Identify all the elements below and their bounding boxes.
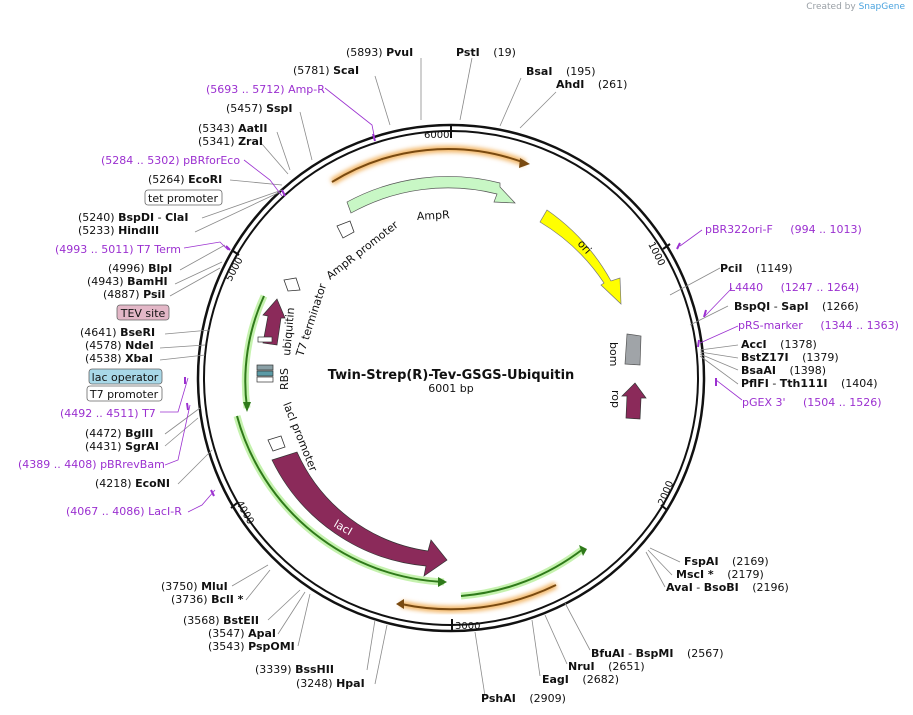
primer-prs-marker: pRS-marker (1344 .. 1363) (738, 319, 899, 332)
boxed-features: tet promoter TEV site lac operator T7 pr… (86, 189, 223, 402)
site-hpai: (3248) HpaI (296, 677, 365, 690)
rop-label: rop (609, 390, 622, 408)
ampr-promoter-arrow (336, 220, 355, 239)
restriction-sites: (5893) PvuI PstI (19) BsaI (195) AhdI (2… (78, 46, 878, 705)
site-econi: (4218) EcoNI (95, 477, 170, 490)
site-msci: MscI * (2179) (676, 568, 764, 581)
bom-label: bom (607, 342, 620, 366)
primer-laci-r: (4067 .. 4086) LacI-R (66, 505, 182, 518)
t7-promoter-label: T7 promoter (89, 388, 159, 401)
plasmid-name: Twin-Strep(R)-Tev-GSGS-Ubiquitin (328, 368, 575, 383)
rbs-mark (256, 336, 274, 383)
site-blpi: (4996) BlpI (108, 262, 172, 275)
site-pcii: PciI (1149) (720, 262, 793, 275)
leader-lines (159, 57, 739, 697)
rbs-label: RBS (278, 368, 291, 390)
primer-l4440: L4440 (1247 .. 1264) (729, 281, 859, 294)
site-hindiii: (5233) HindIII (78, 224, 159, 237)
tet-promoter-label: tet promoter (148, 192, 218, 205)
site-aatii: (5343) AatII (198, 122, 267, 135)
site-ahdi: AhdI (261) (556, 78, 627, 91)
ampr-label: AmpR (416, 208, 450, 223)
site-bsshii: (3339) BssHII (255, 663, 334, 676)
site-sspi: (5457) SspI (226, 102, 293, 115)
site-avai-bsobi: AvaI - BsoBI (2196) (666, 581, 789, 594)
ampr-promoter-label: AmpR promoter (324, 218, 401, 282)
primer-pbrrevbam: (4389 .. 4408) pBRrevBam (18, 458, 165, 471)
lac-operator-label: lac operator (92, 371, 159, 384)
site-bsteii: (3568) BstEII (183, 614, 259, 627)
primer-lines (160, 87, 743, 513)
laci-feature (271, 451, 448, 577)
site-bsaai: BsaAI (1398) (741, 364, 826, 377)
tick-1000: 1000 (645, 240, 666, 268)
tick-3000: 3000 (455, 621, 480, 632)
primer-pgex-3: pGEX 3' (1504 .. 1526) (742, 396, 882, 409)
branding-name: SnapGene (858, 2, 905, 12)
tick-2000: 2000 (657, 479, 677, 507)
primer-t7: (4492 .. 4511) T7 (60, 407, 156, 420)
tick-marks (230, 124, 671, 632)
rop-feature (621, 382, 647, 420)
site-ndei: (4578) NdeI (85, 339, 154, 352)
site-xbai: (4538) XbaI (85, 352, 153, 365)
site-zrai: (5341) ZraI (198, 135, 263, 148)
primer-ticks (184, 133, 717, 497)
primer-t7-term: (4993 .. 5011) T7 Term (55, 243, 181, 256)
primer-amp-r: (5693 .. 5712) Amp-R (206, 83, 325, 96)
site-bfuai-bspmi: BfuAI - BspMI (2567) (591, 647, 724, 660)
site-mlui: (3750) MluI (161, 580, 228, 593)
ubiquitin-label: ubiquitin (280, 307, 297, 356)
site-eagi: EagI (2682) (542, 673, 619, 686)
tick-6000: 6000 (424, 130, 449, 141)
primer-pbr322ori-f: pBR322ori-F (994 .. 1013) (705, 223, 862, 236)
bom-feature (624, 333, 642, 366)
site-pflfi-tth111i: PflFI - Tth111I (1404) (741, 377, 878, 390)
site-bamhi: (4943) BamHI (87, 275, 168, 288)
ampr-feature (346, 176, 516, 214)
site-bglii: (4472) BglII (85, 427, 153, 440)
site-psii: (4887) PsiI (103, 288, 165, 301)
site-bcli: (3736) BclI * (171, 593, 244, 606)
site-pshai: PshAI (2909) (481, 692, 566, 705)
site-psti: PstI (19) (456, 46, 516, 59)
site-fspai: FspAI (2169) (684, 555, 769, 568)
site-nrui: NruI (2651) (568, 660, 645, 673)
t7-terminator-label: T7 terminator (293, 281, 329, 358)
site-pspomi: (3543) PspOMI (208, 640, 295, 653)
site-bspqi-sapi: BspQI - SapI (1266) (734, 300, 859, 313)
site-bsai: BsaI (195) (526, 65, 596, 78)
site-pvui: (5893) PvuI (346, 46, 413, 59)
site-bseri: (4641) BseRI (80, 326, 155, 339)
site-scai: (5781) ScaI (293, 64, 359, 77)
ubiquitin-feature (262, 298, 286, 346)
laci-promoter-arrow (267, 435, 286, 452)
site-sgrai: (4431) SgrAI (85, 440, 159, 453)
site-bstz17i: BstZ17I (1379) (741, 351, 839, 364)
t7-terminator-mark (283, 277, 301, 292)
branding-prefix: Created by (806, 2, 856, 12)
orf-arcs (233, 145, 587, 613)
snapgene-branding: Created by SnapGene (806, 2, 905, 12)
ori-feature (539, 209, 622, 305)
site-bspdi-clai: (5240) BspDI - ClaI (78, 211, 188, 224)
site-acci: AccI (1378) (741, 338, 817, 351)
tev-site-label: TEV site (120, 307, 166, 320)
primer-pbrforeco: (5284 .. 5302) pBRforEco (101, 154, 240, 167)
site-ecori: (5264) EcoRI (148, 173, 222, 186)
primers: (5693 .. 5712) Amp-R (5284 .. 5302) pBRf… (18, 83, 899, 518)
plasmid-size: 6001 bp (428, 382, 473, 395)
site-apai: (3547) ApaI (208, 627, 276, 640)
